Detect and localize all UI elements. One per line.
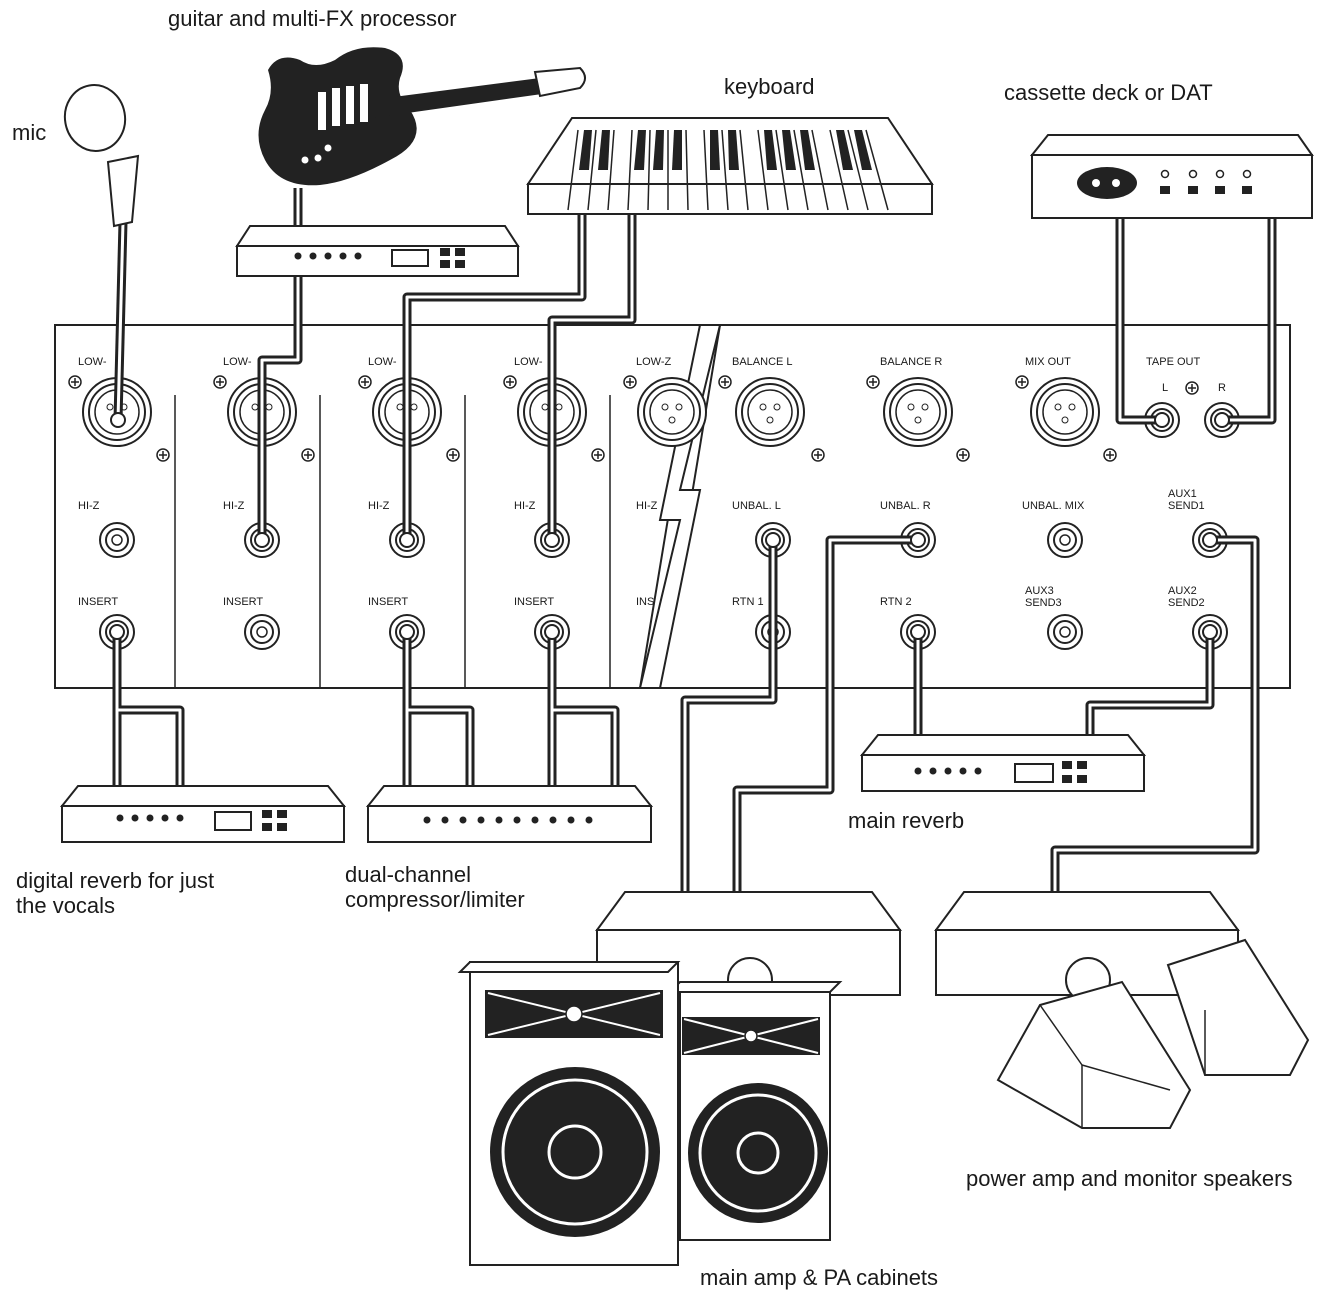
- unbal-r-label: UNBAL. R: [880, 500, 931, 512]
- ch3-low-label: LOW-: [368, 356, 397, 368]
- compressor-label: dual-channel compressor/limiter: [345, 862, 525, 912]
- digital-reverb-unit: [59, 785, 347, 843]
- ch3-hiz-label: HI-Z: [368, 500, 390, 512]
- digital-reverb-label: digital reverb for just the vocals: [16, 868, 215, 918]
- rtn1-label: RTN 1: [732, 596, 764, 608]
- unbal-mix-jack: [1047, 522, 1083, 558]
- aux2-send2-label: AUX2 SEND2: [1168, 585, 1205, 609]
- guitar-label: guitar and multi-FX processor: [168, 6, 457, 31]
- ch4-low-label: LOW-: [514, 356, 543, 368]
- ch2-low-label: LOW-: [223, 356, 252, 368]
- cables: [112, 188, 1277, 905]
- channel2-insert-jack: [244, 614, 280, 650]
- ch1-low-label: LOW-: [78, 356, 107, 368]
- cassette-label: cassette deck or DAT: [1004, 80, 1213, 105]
- ch4-hiz-label: HI-Z: [514, 500, 536, 512]
- aux3-send3-jack: [1047, 614, 1083, 650]
- pa-cabinet-back: [667, 981, 843, 1241]
- tape-l-label: L: [1162, 382, 1169, 394]
- panel-break: [638, 324, 722, 689]
- guitar-icon: [258, 47, 586, 186]
- tape-r-label: R: [1218, 382, 1226, 394]
- microphone-icon: [63, 84, 140, 228]
- jack-plugs: [109, 412, 1230, 640]
- monitor-label: power amp and monitor speakers: [966, 1166, 1293, 1191]
- mic-label: mic: [12, 120, 47, 145]
- compressor-limiter-unit: [365, 785, 654, 843]
- unbal-l-label: UNBAL. L: [732, 500, 781, 512]
- pa-cabinet-front: [457, 961, 681, 1266]
- rtn2-label: RTN 2: [880, 596, 912, 608]
- unbal-mix-label: UNBAL. MIX: [1022, 500, 1085, 512]
- main-reverb-unit: [859, 734, 1147, 792]
- keyboard-label: keyboard: [724, 74, 815, 99]
- aux1-send1-label: AUX1 SEND1: [1168, 488, 1205, 512]
- channel1-hiz-jack: [99, 522, 135, 558]
- ch1-insert-label: INSERT: [78, 596, 119, 608]
- balance-l-label: BALANCE L: [732, 356, 793, 368]
- multi-fx-processor: [235, 225, 520, 277]
- main-reverb-label: main reverb: [848, 808, 965, 833]
- ch5-hiz-label: HI-Z: [636, 500, 658, 512]
- ch2-hiz-label: HI-Z: [223, 500, 245, 512]
- ch4-insert-label: INSERT: [514, 596, 555, 608]
- tape-out-label: TAPE OUT: [1146, 356, 1201, 368]
- monitor-speaker-front: [996, 980, 1192, 1129]
- mix-out-label: MIX OUT: [1025, 356, 1071, 368]
- keyboard-icon: [526, 117, 934, 215]
- ch3-insert-label: INSERT: [368, 596, 409, 608]
- cassette-deck-icon: [1029, 134, 1314, 219]
- main-amp-label: main amp & PA cabinets: [700, 1265, 939, 1290]
- ch5-insert-label: INS: [636, 596, 655, 608]
- aux3-send3-label: AUX3 SEND3: [1025, 585, 1062, 609]
- ch2-insert-label: INSERT: [223, 596, 264, 608]
- balance-r-label: BALANCE R: [880, 356, 943, 368]
- ch5-low-label: LOW-Z: [636, 356, 672, 368]
- monitor-speaker-back: [1166, 938, 1310, 1076]
- ch1-hiz-label: HI-Z: [78, 500, 100, 512]
